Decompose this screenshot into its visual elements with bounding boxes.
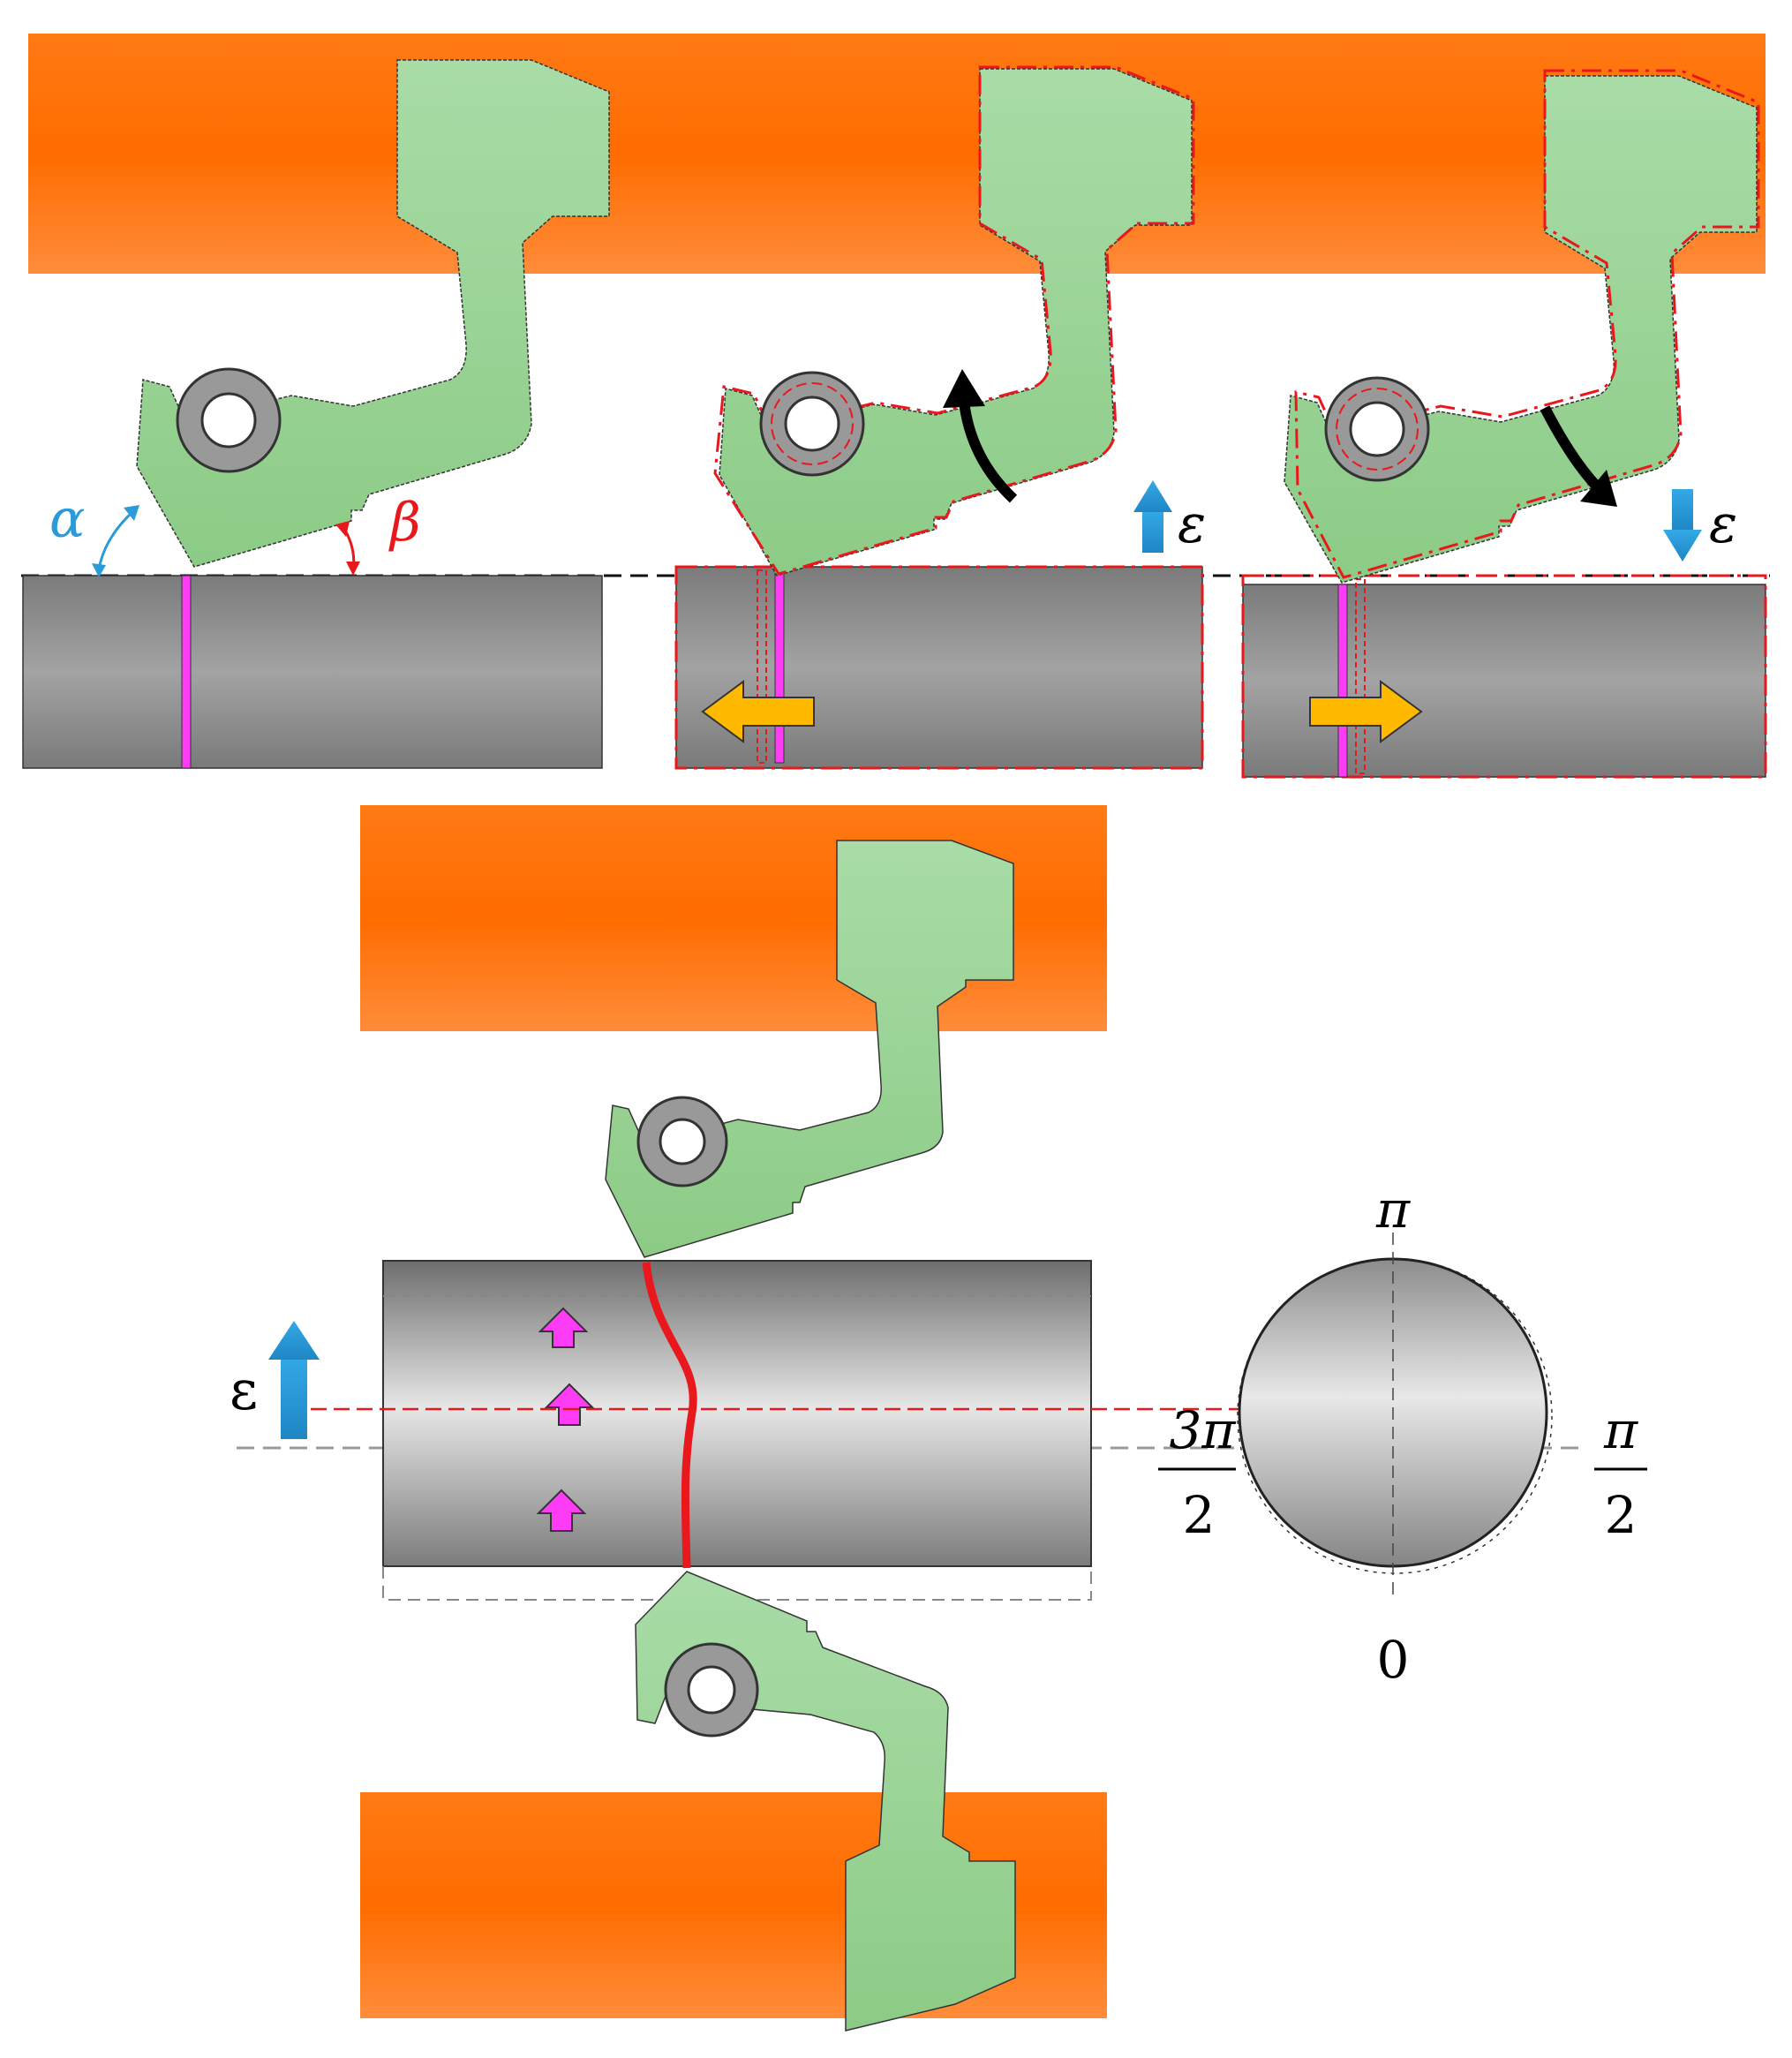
rotation-arrow-down: [1540, 405, 1617, 507]
workpiece-block-left: [22, 575, 603, 769]
clamp-arm-upper-bottom-section: [605, 840, 1014, 1258]
deformed-cut-line: [642, 1262, 697, 1569]
clamp-arm-lower-bottom-section: [635, 1571, 1016, 2032]
cut-line-displaced-right: [1355, 578, 1366, 774]
cylinder-side-view: [382, 1260, 1092, 1567]
original-cross-section: [1237, 1258, 1553, 1574]
cylinder-original-bottom: [382, 1566, 1092, 1601]
clamp-arm-middle: [713, 65, 1195, 577]
arm-outline-right: [1294, 69, 1760, 579]
rotation-arrow-up: [943, 369, 1018, 503]
three-pi-over-2-denominator: 2: [1183, 1485, 1216, 1545]
three-pi-over-2-numerator: 3π: [1169, 1400, 1236, 1460]
force-arrow-3: [536, 1489, 587, 1532]
workpiece-block-middle: [675, 566, 1203, 769]
cut-line-displaced-middle: [757, 569, 767, 764]
displacement-arrow-right: [1309, 680, 1423, 743]
cut-line-right: [1337, 584, 1348, 778]
cut-line-middle: [774, 569, 785, 764]
epsilon-arrow-up-middle: [1133, 480, 1172, 553]
pivot-hole-right: [1349, 401, 1405, 457]
displaced-outline-right: [1241, 574, 1767, 779]
pivot-hole-lower: [687, 1665, 736, 1715]
angle-label-zero: 0: [1377, 1630, 1410, 1690]
epsilon-label-right: ε: [1709, 494, 1737, 555]
clamp-arm-right: [1284, 69, 1760, 584]
alpha-label: α: [49, 488, 86, 550]
displaced-outline-middle: [674, 565, 1204, 770]
angle-label-pi-over-2: π 2: [1594, 1400, 1647, 1545]
force-arrow-2: [544, 1383, 595, 1426]
pivot-outline-right: [1336, 388, 1419, 471]
epsilon-label-middle: ε: [1178, 494, 1206, 555]
clamp-arm-left: [136, 59, 610, 568]
pi-over-2-denominator: 2: [1605, 1485, 1638, 1545]
epsilon-arrow-bottom: [268, 1321, 320, 1439]
cut-line-left: [181, 575, 192, 769]
pivot-hole-left: [200, 392, 257, 449]
top-support-bar: [28, 34, 1766, 274]
arm-outline-middle: [713, 65, 1195, 576]
beta-label: β: [388, 492, 421, 554]
pivot-hole-upper: [659, 1118, 706, 1165]
epsilon-label-bottom: ε: [230, 1358, 258, 1422]
epsilon-arrow-down-right: [1663, 489, 1702, 562]
displacement-arrow-left: [701, 680, 815, 743]
workpiece-block-right: [1242, 584, 1766, 778]
pivot-hole-middle: [784, 396, 840, 452]
angle-label-pi: π: [1375, 1180, 1411, 1240]
pi-over-2-numerator: π: [1603, 1400, 1638, 1460]
angle-label-3pi-over-2: 3π 2: [1158, 1400, 1236, 1545]
pivot-outline-middle: [771, 382, 854, 465]
force-arrow-1: [538, 1307, 589, 1348]
beta-angle-marker: [335, 521, 360, 576]
alpha-angle-marker: [92, 505, 139, 577]
